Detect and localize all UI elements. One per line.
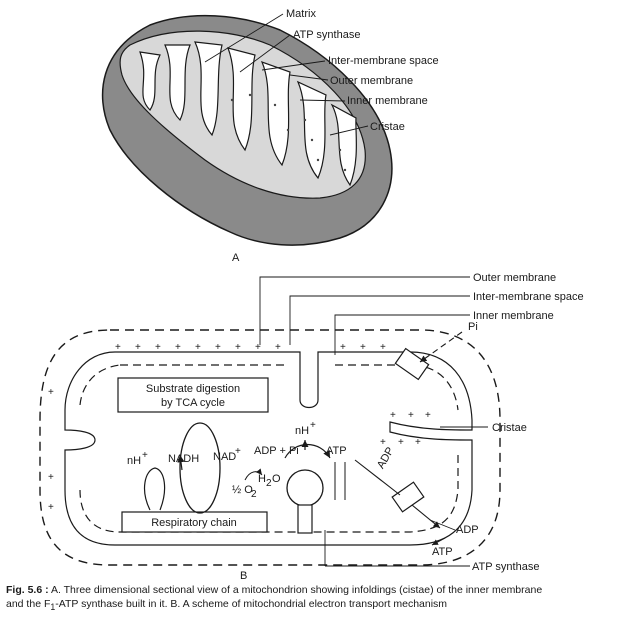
- leaders-b: [259, 276, 488, 567]
- svg-text:+: +: [275, 342, 281, 353]
- svg-text:+: +: [48, 502, 54, 513]
- label-nh-center: nH: [295, 425, 309, 437]
- label-atp-synthase-a: ATP synthase: [293, 29, 360, 41]
- caption-line2-sub: 1: [50, 602, 56, 613]
- label-nh-center-sup: +: [310, 420, 316, 431]
- panel-a-label: A: [232, 252, 240, 264]
- label-atp-out: ATP: [432, 546, 453, 558]
- caption-line1: A. Three dimensional sectional view of a…: [50, 584, 543, 596]
- leaders-a: [204, 13, 369, 136]
- svg-text:+: +: [425, 410, 431, 421]
- inner-membrane-dashed: [79, 364, 459, 533]
- label-atp-synthase-b: ATP synthase: [472, 561, 539, 573]
- substrate-line2: by TCA cycle: [161, 397, 225, 409]
- svg-text:+: +: [340, 342, 346, 353]
- cristae-folds: [139, 41, 357, 187]
- pi-box: [394, 347, 430, 381]
- label-adp-out: ADP: [456, 524, 479, 536]
- label-nad: NAD: [213, 451, 236, 463]
- label-nad-sup: +: [235, 446, 241, 457]
- crista-fold: [139, 51, 161, 111]
- respiratory-label: Respiratory chain: [151, 517, 237, 529]
- label-nh-left: nH: [127, 455, 141, 467]
- crista-fold: [227, 47, 256, 152]
- crista-fold: [164, 44, 191, 122]
- figure-caption: Fig. 5.6 : A. Three dimensional sectiona…: [6, 583, 618, 614]
- panel-b-label: B: [240, 570, 247, 582]
- svg-text:+: +: [380, 342, 386, 353]
- label-adp-pi: ADP + Pi: [254, 445, 299, 457]
- svg-text:+: +: [48, 472, 54, 483]
- label-inner-membrane-b: Inner membrane: [473, 310, 554, 322]
- label-cristae-a: Cristae: [370, 121, 405, 133]
- label-cristae-b: Cristae: [492, 422, 527, 434]
- svg-text:+: +: [215, 342, 221, 353]
- svg-text:+: +: [415, 437, 421, 448]
- label-inner-membrane-a: Inner membrane: [347, 95, 428, 107]
- label-matrix: Matrix: [286, 8, 316, 20]
- atp-synthase-right-box: [391, 481, 425, 513]
- svg-text:+: +: [255, 342, 261, 353]
- mitochondrion-3d: [101, 14, 393, 246]
- svg-text:+: +: [380, 437, 386, 448]
- atp-synthase-head: [286, 469, 324, 507]
- outer-membrane-dashed: [39, 329, 501, 566]
- svg-text:+: +: [155, 342, 161, 353]
- matrix-dots: [230, 93, 347, 172]
- caption-fig-number: Fig. 5.6 :: [6, 584, 49, 596]
- svg-text:+: +: [175, 342, 181, 353]
- label-outer-membrane-a: Outer membrane: [330, 75, 413, 87]
- label-h2o: H: [258, 473, 266, 485]
- svg-text:+: +: [48, 387, 54, 398]
- crista-fold: [260, 60, 291, 167]
- crista-fold: [296, 80, 327, 180]
- label-adp-diagonal: ADP: [375, 445, 397, 471]
- label-intermembrane-b: Inter-membrane space: [473, 291, 584, 303]
- caption-line2a: and the F: [6, 598, 51, 610]
- inner-membrane: [64, 351, 473, 546]
- label-pi: Pi: [468, 321, 478, 333]
- label-nadh: NADH: [168, 453, 199, 465]
- label-nh-left-sup: +: [142, 450, 148, 461]
- nadh-cycle: [179, 422, 221, 514]
- label-h2o-sub: 2: [266, 478, 272, 489]
- caption-line2b: -ATP synthase built in it. B. A scheme o…: [55, 598, 448, 610]
- svg-text:+: +: [235, 342, 241, 353]
- label-atp-center: ATP: [326, 445, 347, 457]
- label-half-o2: ½ O: [232, 484, 253, 496]
- crista-fold: [194, 41, 223, 137]
- atp-synthase-stalk: [297, 504, 313, 534]
- label-o2-sub: 2: [251, 489, 257, 500]
- center-bars: [334, 462, 346, 500]
- label-outer-membrane-b: Outer membrane: [473, 272, 556, 284]
- svg-text:+: +: [408, 410, 414, 421]
- proton-plus-signs: + + + + + + + + + + + + + + + + + + + + +: [48, 342, 431, 513]
- substrate-line1: Substrate digestion: [146, 383, 240, 395]
- svg-text:+: +: [195, 342, 201, 353]
- svg-text:+: +: [360, 342, 366, 353]
- svg-text:+: +: [390, 410, 396, 421]
- label-intermembrane-a: Inter-membrane space: [328, 55, 439, 67]
- substrate-box: [117, 377, 269, 413]
- svg-text:+: +: [115, 342, 121, 353]
- label-h2o-o: O: [272, 473, 281, 485]
- svg-text:+: +: [135, 342, 141, 353]
- svg-text:+: +: [398, 437, 404, 448]
